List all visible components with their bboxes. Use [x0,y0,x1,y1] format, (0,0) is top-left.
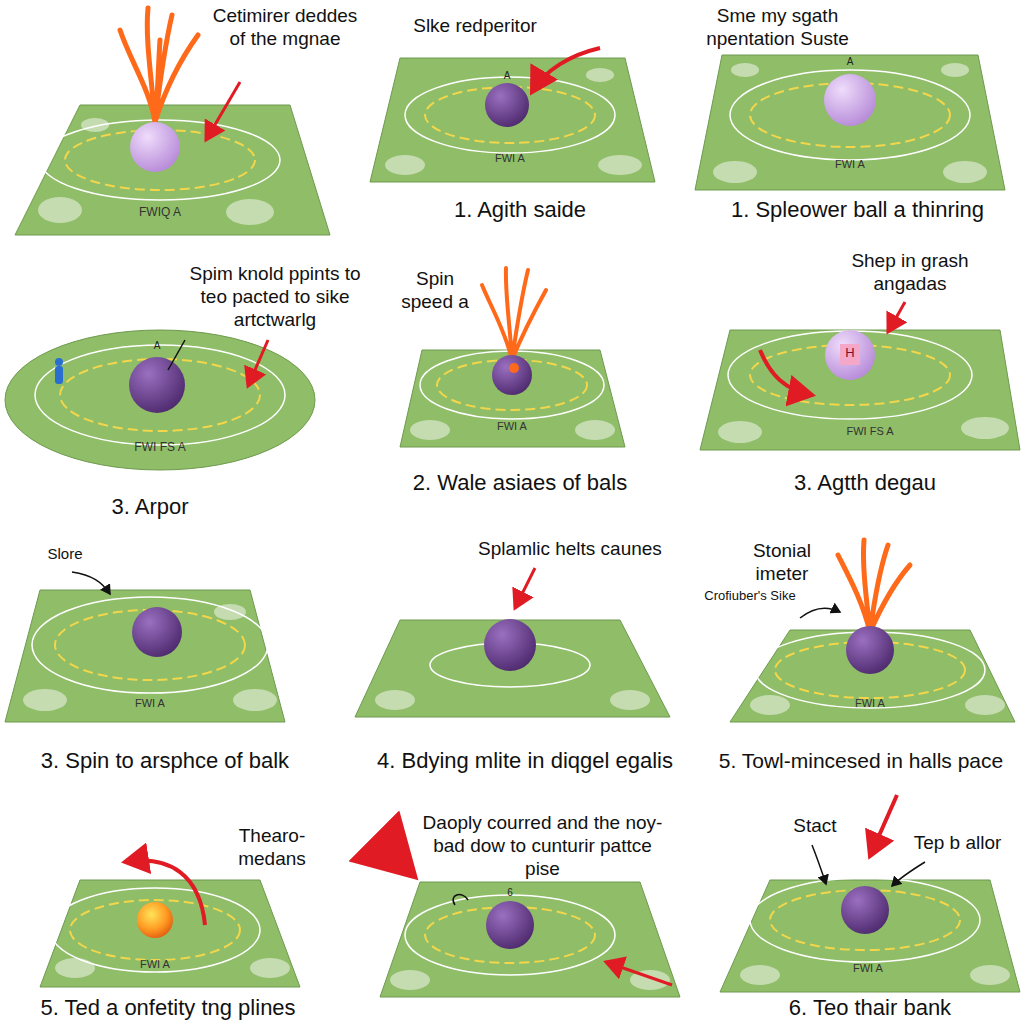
field-mark: FWI A [482,420,542,433]
step-caption: 2. Wale asiaes of bals [385,470,655,496]
step-caption: 1. Spleower ball a thinring [695,197,1020,223]
field-mark: FWI FS A [830,425,910,438]
callout-text: Spin speed a [395,268,475,314]
callout-text: Thearo- medans [222,825,322,871]
callout-text: Cetimirer deddes of the mgnae [205,5,365,51]
panel-10-field [40,861,300,987]
callout-text: Stact [780,815,850,838]
panel-2-field [370,48,655,182]
callout-text: Crofiuber's Sike [700,588,800,604]
panel-8-field [355,568,670,717]
callout-text: Stonial imeter [732,540,832,586]
field-mark: FWI A [120,697,180,710]
callout-text: Splamlic helts caunes [455,538,685,561]
step-caption: 5. Ted a onfetity tng plines [8,995,328,1021]
field-mark: FWI A [838,962,898,975]
player-figure [55,366,63,384]
step-caption: 5. Towl-mincesed in halls pace [700,748,1022,773]
field-mark: FWI A [840,697,900,710]
step-caption: 3. Spin to arsphce of balk [10,748,320,774]
panel-12-field [720,795,1020,992]
step-caption: 4. Bdying mlite in diqgel egalis [350,748,700,774]
ball-mark: H [843,345,857,361]
field-mark: A [150,340,164,352]
callout-text: Slore [35,545,95,563]
callout-text: Spim knold ppints to teo pacted to sike … [175,263,375,331]
step-caption: 3. Arpor [60,494,240,520]
panel-9-field [730,540,1015,722]
step-caption: 3. Agtth degau [750,470,980,496]
step-caption: 6. Teo thair bank [750,995,990,1021]
step-caption: 1. Agith saide [410,197,630,223]
field-mark: A [843,56,857,68]
field-mark: 6 [503,887,517,899]
callout-text: Shep in grash angadas [830,250,990,296]
field-mark: FWI A [125,958,185,971]
panel-3-field [695,55,1005,190]
field-mark: A [500,70,514,82]
callout-text: Daoply courred and the noy-bad dow to cu… [420,812,665,880]
callout-text: Sme my sgath npentation Suste [690,5,865,51]
field-mark: FWI A [820,158,880,171]
panel-4-field [5,330,315,470]
field-mark: FWI FS A [115,440,205,454]
field-mark: FWI A [480,152,540,165]
panel-7-field [5,572,285,722]
callout-text: Slke redperitor [385,15,565,38]
field-mark: FWIQ A [120,205,200,219]
callout-text: Tep b allor [900,832,1015,855]
panel-6-field [700,302,1020,450]
